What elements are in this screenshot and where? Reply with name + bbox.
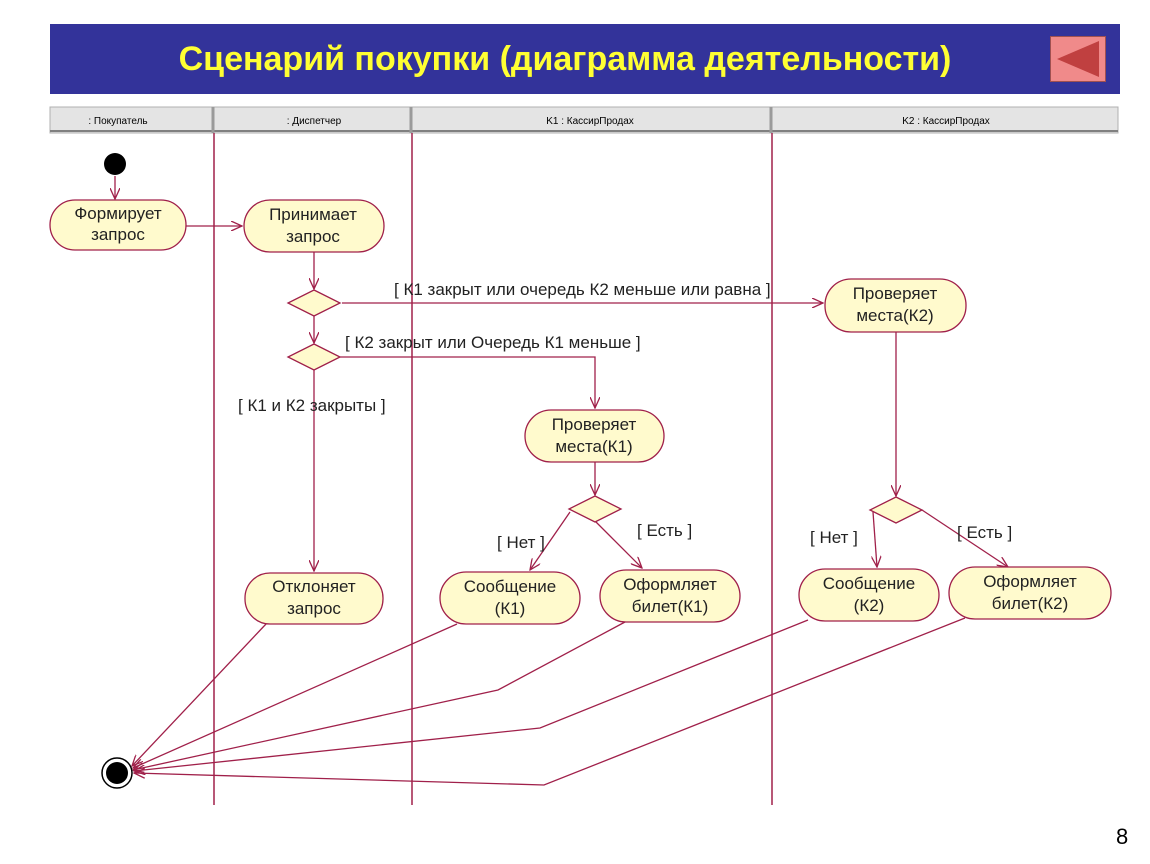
lane-header-dispatcher: : Диспетчер <box>287 116 342 127</box>
svg-text:Сообщение: Сообщение <box>464 577 557 596</box>
svg-text:Оформляет: Оформляет <box>623 575 717 594</box>
lane-header-cashier-k1: K1 : КассирПродах <box>546 116 634 127</box>
guard-k2-closed: [ К2 закрыт или Очередь К1 меньше ] <box>345 333 641 352</box>
node-ticket-k1: Оформляет билет(К1) <box>599 569 741 623</box>
svg-text:запрос: запрос <box>286 227 340 246</box>
svg-text:запрос: запрос <box>287 599 341 618</box>
svg-text:билет(К1): билет(К1) <box>632 597 709 616</box>
svg-text:(К1): (К1) <box>495 599 526 618</box>
lane-header-buyer: : Покупатель <box>88 116 147 127</box>
decision-node <box>286 289 342 317</box>
page-number: 8 <box>1116 824 1129 849</box>
svg-text:Сообщение: Сообщение <box>823 574 916 593</box>
slide-title: Сценарий покупки (диаграмма деятельности… <box>178 40 952 78</box>
left-triangle-icon <box>1057 41 1099 77</box>
svg-text:Оформляет: Оформляет <box>983 572 1077 591</box>
guard-no-k1: [ Нет ] <box>497 533 545 552</box>
svg-text:Отклоняет: Отклоняет <box>272 577 356 596</box>
decision-node <box>868 496 924 524</box>
svg-text:Проверяет: Проверяет <box>552 415 637 434</box>
node-check-k1: Проверяет места(К1) <box>524 409 665 463</box>
initial-node <box>104 153 126 175</box>
guard-both-closed: [ К1 и К2 закрыты ] <box>238 396 386 415</box>
final-node <box>101 757 133 789</box>
node-message-k2: Сообщение (К2) <box>798 568 940 622</box>
svg-text:билет(К2): билет(К2) <box>992 594 1069 613</box>
node-ticket-k2: Оформляет билет(К2) <box>948 566 1112 620</box>
node-message-k1: Сообщение (К1) <box>439 571 581 625</box>
guard-yes-k1: [ Есть ] <box>637 521 692 540</box>
title-bar: Сценарий покупки (диаграмма деятельности… <box>50 24 1120 94</box>
node-check-k2: Проверяет места(К2) <box>824 278 967 333</box>
svg-text:(К2): (К2) <box>854 596 885 615</box>
svg-text:Проверяет: Проверяет <box>853 284 938 303</box>
back-button[interactable] <box>1050 36 1106 82</box>
guard-no-k2: [ Нет ] <box>810 528 858 547</box>
node-accept-request: Принимает запрос <box>243 199 385 253</box>
guard-yes-k2: [ Есть ] <box>957 523 1012 542</box>
svg-text:Принимает: Принимает <box>269 205 357 224</box>
svg-text:места(К2): места(К2) <box>856 306 933 325</box>
node-reject-request: Отклоняет запрос <box>244 572 384 625</box>
lane-header-band <box>49 106 1119 134</box>
guard-k1-closed: [ К1 закрыт или очередь К2 меньше или ра… <box>394 280 771 299</box>
lane-header-cashier-k2: K2 : КассирПродах <box>902 116 990 127</box>
svg-text:Формирует: Формирует <box>74 204 161 223</box>
node-form-request: Формирует запрос <box>49 199 187 251</box>
svg-text:запрос: запрос <box>91 225 145 244</box>
decision-node <box>567 495 623 523</box>
decision-node <box>286 343 342 371</box>
svg-text:места(К1): места(К1) <box>555 437 632 456</box>
